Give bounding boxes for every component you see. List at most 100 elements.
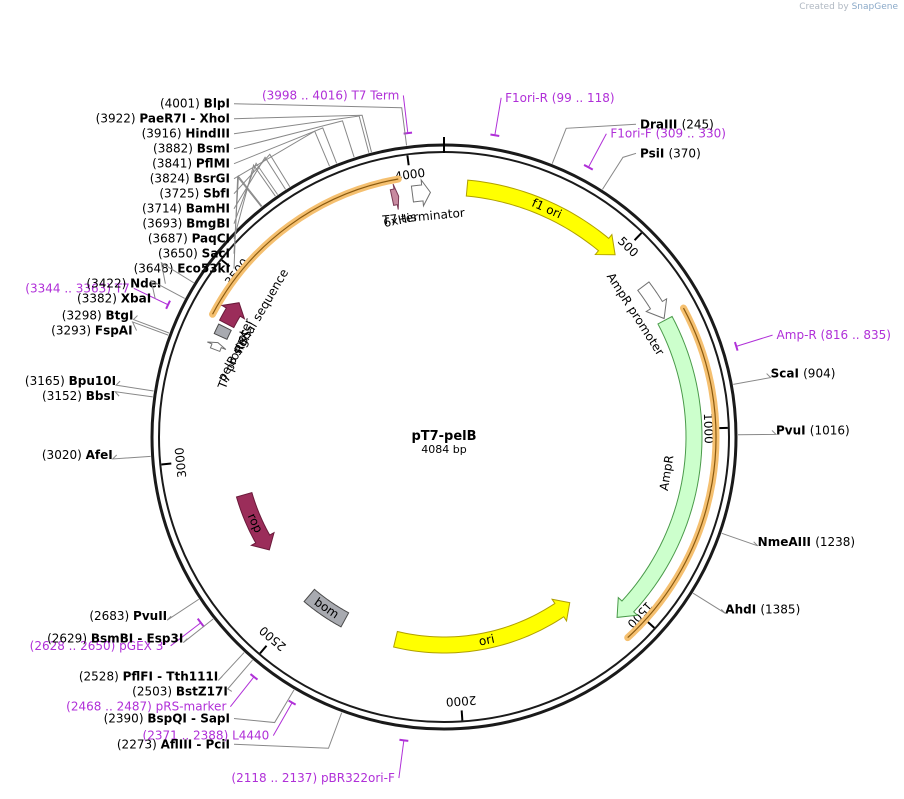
enzyme-name: NmeAIII xyxy=(758,535,816,549)
enzyme-position: (3020) xyxy=(42,448,86,462)
tick-mark xyxy=(259,645,268,655)
enzyme-leader xyxy=(233,162,279,224)
enzyme-leader xyxy=(233,712,343,749)
enzyme-leader xyxy=(182,618,214,643)
enzyme-leader xyxy=(150,279,185,299)
enzyme-name: AflIII - PciI xyxy=(161,737,230,751)
primer-mark xyxy=(196,618,205,628)
enzyme-psii: PsiI (370) xyxy=(640,146,701,160)
enzyme-btgi: (3298) BtgI xyxy=(62,309,134,323)
enzyme-scai: ScaI (904) xyxy=(771,367,836,381)
snapgene-logo: SnapGene xyxy=(851,2,898,12)
enzyme-name: ScaI xyxy=(771,367,804,381)
enzyme-name: AfeI xyxy=(86,448,113,462)
snapgene-watermark: Created by SnapGene xyxy=(799,2,898,12)
enzyme-fspai: (3293) FspAI xyxy=(51,324,132,338)
primer-leader xyxy=(736,334,773,347)
enzyme-name: PvuI xyxy=(776,423,810,437)
enzyme-position: (3922) xyxy=(96,112,140,126)
enzyme-name: PflFI - Tth111I xyxy=(123,669,219,683)
enzyme-saci: (3650) SacI xyxy=(158,247,230,261)
enzyme-nmeaiii: NmeAIII (1238) xyxy=(758,535,855,549)
enzyme-position: (1238) xyxy=(815,535,855,549)
feature-ori xyxy=(393,598,571,654)
enzyme-name: Bpu10I xyxy=(69,374,116,388)
tick-mark xyxy=(161,462,172,466)
enzyme-leader xyxy=(692,592,726,614)
enzyme-bpu10i: (3165) Bpu10I xyxy=(25,374,116,388)
enzyme-leader xyxy=(113,391,153,398)
enzyme-bstz17i: (2503) BstZ17I xyxy=(132,684,228,698)
plasmid-length: 4084 bp xyxy=(421,443,466,456)
orf-line xyxy=(627,307,717,639)
primer-range: (2371 .. 2388) xyxy=(143,729,233,743)
feature-f1-ori xyxy=(465,179,616,256)
enzyme-bsmi: (3882) BsmI xyxy=(153,142,230,156)
primer-name: T7 Term xyxy=(350,88,399,102)
enzyme-leader xyxy=(233,120,355,158)
primer-pgex-3: (2628 .. 2650) pGEX 3' xyxy=(30,639,167,653)
primer-range: (309 .. 330) xyxy=(656,127,726,141)
enzyme-leader xyxy=(233,689,295,724)
primer-leader xyxy=(229,676,255,707)
enzyme-leader xyxy=(111,454,151,460)
enzyme-name: HindIII xyxy=(185,127,230,141)
enzyme-leader xyxy=(131,321,169,336)
tick-label: 2500 xyxy=(256,623,288,653)
enzyme-name: NdeI xyxy=(130,277,161,291)
enzyme-name: BtgI xyxy=(106,309,134,323)
enzyme-position: (1385) xyxy=(760,602,800,616)
enzyme-position: (245) xyxy=(682,117,714,131)
enzyme-position: (3841) xyxy=(152,157,196,171)
enzyme-leader xyxy=(115,380,154,392)
primer-range: (3344 .. 3363) xyxy=(25,281,115,295)
enzyme-position: (3165) xyxy=(25,374,69,388)
feature-t7-terminator xyxy=(410,178,432,208)
primer-name: pRS-marker xyxy=(156,700,227,714)
enzyme-position: (3725) xyxy=(159,187,203,201)
enzyme-name: PsiI xyxy=(640,146,668,160)
primer-name: F1ori-R xyxy=(505,91,552,105)
enzyme-position: (3152) xyxy=(42,389,86,403)
enzyme-leader xyxy=(721,532,759,547)
enzyme-name: BmgBI xyxy=(186,217,230,231)
primer-leader xyxy=(272,702,293,736)
enzyme-position: (3714) xyxy=(142,202,186,216)
enzyme-name: BsmBI - Esp3I xyxy=(91,632,183,646)
enzyme-name: BsmI xyxy=(197,142,230,156)
enzyme-position: (2503) xyxy=(132,684,176,698)
enzyme-ndei: (3422) NdeI xyxy=(86,277,161,291)
primer-name: L4440 xyxy=(232,729,269,743)
orf-highlights xyxy=(209,175,720,642)
enzyme-name: SbfI xyxy=(203,187,230,201)
enzyme-bspqi-sapi: (2390) BspQI - SapI xyxy=(104,712,230,726)
enzyme-leader xyxy=(233,103,408,146)
enzyme-name: DraIII xyxy=(640,117,682,131)
enzyme-leader xyxy=(737,430,778,436)
enzyme-name: BbsI xyxy=(86,389,115,403)
enzymes: (4001) BlpI(3922) PaeR7I - XhoI(3916) Hi… xyxy=(25,97,855,752)
feature-ampr xyxy=(616,315,703,618)
enzyme-pflmi: (3841) PflMI xyxy=(152,157,230,171)
primer-mark xyxy=(165,300,171,310)
enzyme-paer7i-xhoi: (3922) PaeR7I - XhoI xyxy=(96,112,230,126)
primer-range: (2118 .. 2137) xyxy=(231,771,321,785)
primer-range: (2468 .. 2487) xyxy=(66,700,156,714)
enzyme-bmgbi: (3693) BmgBI xyxy=(142,217,230,231)
tick-mark xyxy=(460,710,464,721)
primer-range: (99 .. 118) xyxy=(552,91,615,105)
enzyme-position: (3650) xyxy=(158,247,202,261)
feature-label-t7-terminator: T7 terminator xyxy=(381,206,466,228)
enzyme-position: (3293) xyxy=(51,324,95,338)
enzyme-bsmbi-esp3i: (2629) BsmBI - Esp3I xyxy=(47,632,183,646)
primer-name: pBR322ori-F xyxy=(321,771,395,785)
primer-mark xyxy=(399,738,409,742)
feature-t7-promoter xyxy=(207,341,227,353)
feature-label-6xhis: 6xHis xyxy=(382,210,417,230)
primer-leader xyxy=(587,133,607,168)
enzyme-leader xyxy=(160,261,194,284)
enzyme-name: FspAI xyxy=(95,324,133,338)
enzyme-position: (370) xyxy=(668,146,700,160)
primer-amp-r: Amp-R (816 .. 835) xyxy=(777,328,891,342)
